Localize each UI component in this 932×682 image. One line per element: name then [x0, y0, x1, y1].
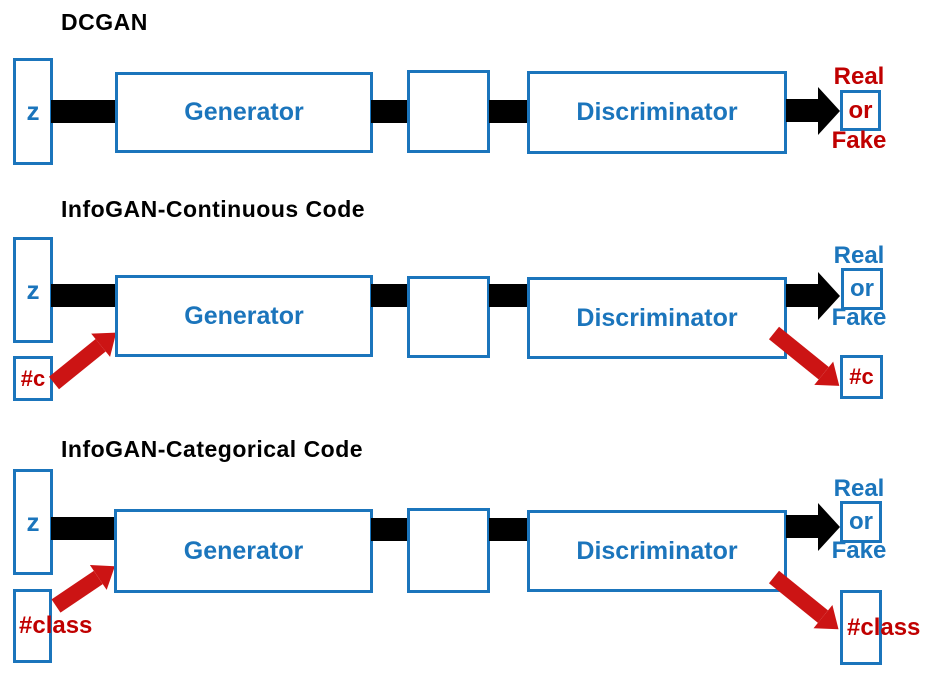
code-to-generator-arrow-icon: [51, 570, 103, 613]
output-arrow-shaft: [786, 284, 818, 307]
z-to-generator-connector: [51, 100, 117, 123]
code-output-box: #class: [840, 590, 920, 665]
z-to-generator-connector: [51, 517, 117, 540]
hidden-to-discriminator-connector: [489, 100, 528, 123]
code-output-label: #class: [847, 613, 921, 641]
fake-label: Fake: [831, 537, 887, 564]
row-title-infogan-categorical: InfoGAN-Categorical Code: [61, 436, 364, 462]
row-title-dcgan: DCGAN: [61, 9, 148, 35]
output-arrow-shaft: [786, 99, 818, 122]
or-label: or: [849, 508, 873, 535]
hidden-sample-box: [407, 276, 490, 358]
hidden-to-discriminator-connector: [489, 284, 528, 307]
real-label: Real: [833, 475, 885, 502]
discriminator-box: Discriminator: [527, 277, 787, 359]
code-input-box: #c: [13, 356, 53, 401]
generator-box: Generator: [115, 275, 373, 357]
z-to-generator-connector: [51, 284, 117, 307]
hidden-to-discriminator-connector: [489, 518, 528, 541]
code-input-label: #class: [19, 612, 93, 639]
z-box: z: [13, 469, 53, 575]
hidden-sample-box: [407, 70, 490, 153]
code-input-label: #c: [20, 365, 46, 391]
output-arrow-shaft: [786, 515, 818, 538]
fake-label: Fake: [831, 304, 887, 331]
generator-label: Generator: [183, 536, 304, 565]
row-title-infogan-continuous: InfoGAN-Continuous Code: [61, 196, 366, 222]
generator-label: Generator: [184, 98, 304, 126]
output-arrow-head-icon: [818, 272, 840, 320]
output-arrow-head-icon: [818, 503, 840, 551]
code-output-box: #c: [840, 355, 883, 399]
or-box: or: [840, 501, 882, 543]
real-label: Real: [833, 63, 885, 90]
generator-box: Generator: [114, 509, 373, 593]
discriminator-box: Discriminator: [527, 71, 787, 154]
generator-to-hidden-connector: [371, 100, 408, 123]
code-output-label: #c: [849, 364, 874, 389]
or-label: or: [848, 96, 873, 124]
hidden-sample-box: [407, 508, 490, 593]
code-to-generator-arrow-icon: [48, 339, 106, 390]
or-box: or: [841, 268, 883, 310]
discriminator-label: Discriminator: [576, 98, 738, 126]
output-arrow-head-icon: [818, 87, 840, 135]
generator-label: Generator: [184, 301, 304, 330]
z-label: z: [26, 506, 40, 537]
generator-to-hidden-connector: [371, 518, 408, 541]
discriminator-label: Discriminator: [576, 536, 738, 565]
z-box: z: [13, 237, 53, 343]
generator-to-hidden-connector: [371, 284, 408, 307]
discriminator-to-code-arrow-icon: [768, 570, 828, 623]
code-input-box: #class: [13, 589, 92, 663]
generator-box: Generator: [115, 72, 373, 153]
z-label: z: [26, 274, 40, 305]
z-label: z: [26, 96, 40, 126]
fake-label: Fake: [831, 127, 887, 154]
discriminator-label: Discriminator: [576, 303, 738, 332]
z-box: z: [13, 58, 53, 165]
or-box: or: [840, 90, 881, 131]
discriminator-box: Discriminator: [527, 510, 787, 592]
real-label: Real: [833, 242, 885, 269]
or-label: or: [850, 275, 874, 302]
